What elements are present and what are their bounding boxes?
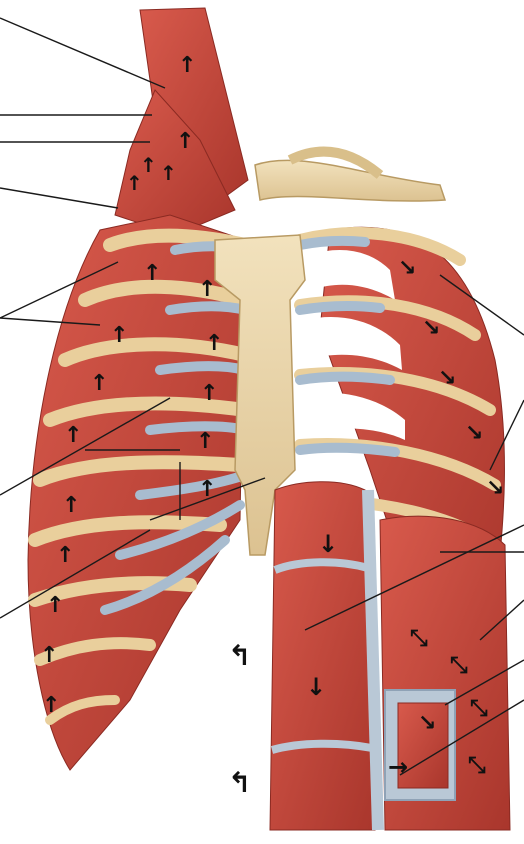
arrow-diag-down: ↘ <box>438 366 456 391</box>
arrow-up: ↑ <box>196 429 214 454</box>
arrow-up: ↑ <box>46 593 64 618</box>
arrow-up: ↑ <box>198 277 216 302</box>
arrow-diag-double: ⤡ <box>450 653 468 678</box>
arrow-diag-down: ↘ <box>422 316 440 341</box>
arrow-up: ↑ <box>160 161 177 185</box>
arrow-up: ↑ <box>64 423 82 448</box>
arrow-up: ↑ <box>143 261 161 286</box>
arrow-up: ↑ <box>42 693 60 718</box>
arrow-down: ↓ <box>306 673 326 701</box>
arrow-diag-down: ↘ <box>398 256 416 281</box>
arrow-hook: ↰ <box>228 639 251 672</box>
arrow-hook: ↰ <box>228 766 251 799</box>
arrow-up: ↑ <box>198 477 216 502</box>
arrow-up: ↑ <box>62 493 80 518</box>
arrow-up: ↑ <box>178 53 196 78</box>
arrow-up: ↑ <box>110 323 128 348</box>
clavicle <box>255 160 445 201</box>
arrow-diag-double: ⤡ <box>468 753 486 778</box>
right-intercostal-gaps <box>305 250 405 440</box>
arrow-up: ↑ <box>200 381 218 406</box>
arrow-diag-down: ↘ <box>465 421 483 446</box>
arrow-right: → <box>388 753 408 781</box>
arrow-up: ↑ <box>140 153 157 177</box>
arrow-up: ↑ <box>176 129 194 154</box>
arrow-diag-double: ⤡ <box>470 696 488 721</box>
arrow-down: ↓ <box>318 530 338 558</box>
arrow-up: ↑ <box>205 331 223 356</box>
arrow-up: ↑ <box>40 643 58 668</box>
arrow-diag-down: ↘ <box>418 711 436 736</box>
arrow-diag-double: ⤡ <box>410 626 428 651</box>
arrow-up: ↑ <box>56 543 74 568</box>
arrow-diag-down: ↘ <box>486 476 504 501</box>
arrow-up: ↑ <box>90 371 108 396</box>
